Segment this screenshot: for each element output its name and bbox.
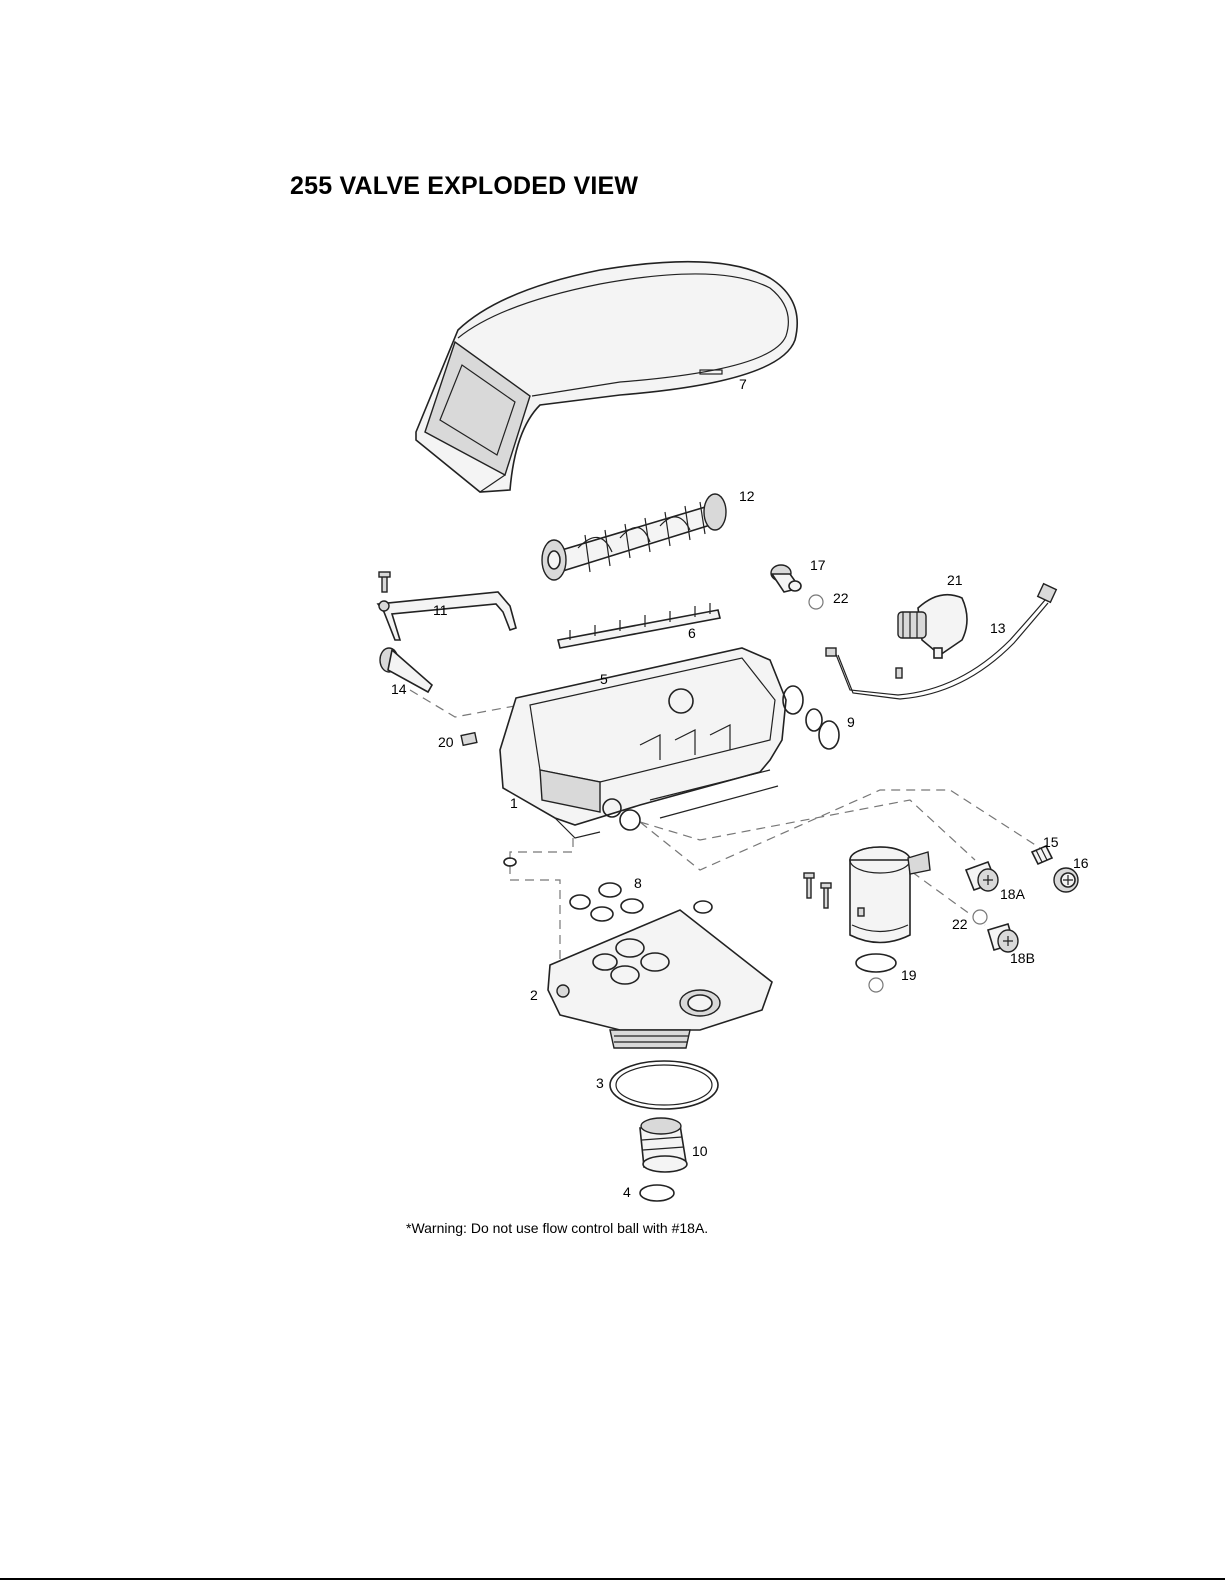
label-22-upper: 22 bbox=[833, 590, 849, 606]
camshaft-part bbox=[542, 494, 726, 580]
label-17: 17 bbox=[810, 557, 826, 573]
label-13: 13 bbox=[990, 620, 1006, 636]
part-17 bbox=[771, 565, 801, 592]
label-1: 1 bbox=[510, 795, 518, 811]
small-washer bbox=[504, 858, 516, 866]
motor-part bbox=[898, 595, 967, 658]
flow-control-ball-upper bbox=[809, 595, 823, 609]
label-9: 9 bbox=[847, 714, 855, 730]
warning-note: *Warning: Do not use flow control ball w… bbox=[406, 1220, 708, 1236]
label-22-lower: 22 bbox=[952, 916, 968, 932]
part-20 bbox=[461, 733, 477, 746]
flow-control-ball-middle bbox=[973, 910, 987, 924]
part-labels: 1 2 3 4 5 6 7 8 9 10 11 12 13 14 15 16 1… bbox=[391, 376, 1089, 1200]
label-10: 10 bbox=[692, 1143, 708, 1159]
label-2: 2 bbox=[530, 987, 538, 1003]
label-16: 16 bbox=[1073, 855, 1089, 871]
label-14: 14 bbox=[391, 681, 407, 697]
label-12: 12 bbox=[739, 488, 755, 504]
label-8: 8 bbox=[634, 875, 642, 891]
label-11: 11 bbox=[433, 602, 448, 618]
part-16 bbox=[1054, 868, 1078, 892]
o-ring-set-9 bbox=[783, 686, 839, 749]
meter-housing-part bbox=[850, 847, 930, 943]
part-18a bbox=[966, 862, 998, 891]
o-ring-19 bbox=[856, 954, 896, 972]
label-19: 19 bbox=[901, 967, 917, 983]
label-7: 7 bbox=[739, 376, 747, 392]
label-6: 6 bbox=[688, 625, 696, 641]
base-adapter-part bbox=[548, 910, 772, 1048]
part-18b bbox=[988, 924, 1018, 952]
bottom-rule bbox=[0, 1578, 1225, 1580]
label-5: 5 bbox=[600, 671, 608, 687]
label-20: 20 bbox=[438, 734, 454, 750]
screw-pair bbox=[804, 873, 831, 908]
label-18b: 18B bbox=[1010, 950, 1035, 966]
o-ring-4 bbox=[640, 1185, 674, 1201]
valve-body-part bbox=[500, 648, 786, 838]
label-3: 3 bbox=[596, 1075, 604, 1091]
adapter-part-10 bbox=[640, 1118, 687, 1172]
label-4: 4 bbox=[623, 1184, 631, 1200]
o-ring-3 bbox=[610, 1061, 718, 1109]
flow-control-ball-lower bbox=[869, 978, 883, 992]
label-15: 15 bbox=[1043, 834, 1059, 850]
label-21: 21 bbox=[947, 572, 963, 588]
o-ring-3-inner bbox=[616, 1065, 712, 1105]
label-18a: 18A bbox=[1000, 886, 1026, 902]
